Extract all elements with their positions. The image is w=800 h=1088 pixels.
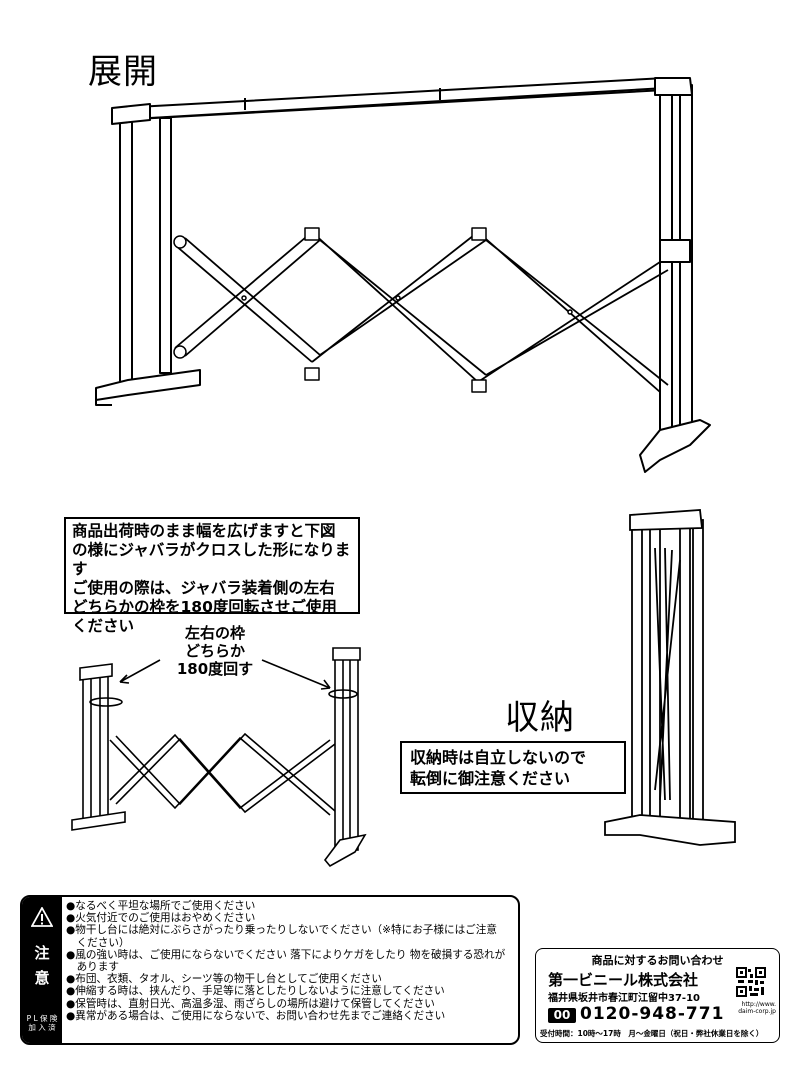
- company-url: http://www. daim-corp.jp: [738, 1001, 776, 1015]
- caution-item: ●火気付近でのご使用はおやめください: [66, 912, 256, 925]
- caution-item: ●伸縮する時は、挟んだり、手足等に落としたりしないように注意してください: [66, 985, 445, 998]
- free-dial-icon: 00: [548, 1008, 576, 1023]
- caution-item: ●異常がある場合は、ご使用にならないで、お問い合わせ先までご連絡ください: [66, 1009, 446, 1022]
- company-name: 第一ビニール株式会社: [548, 971, 699, 989]
- business-hours: 受付時間：10時～17時 月～金曜日（祝日・弊社休業日を除く）: [540, 1029, 764, 1038]
- contact-header: 商品に対するお問い合わせ: [591, 954, 724, 967]
- caution-list: ●なるべく平坦な場所でご使用ください ●火気付近でのご使用はおやめください ●物…: [66, 900, 512, 1022]
- contact-box: 商品に対するお問い合わせ 第一ビニール株式会社 福井県坂井市春江町江留中37-1…: [535, 948, 780, 1043]
- caution-heading-2: 意: [34, 969, 50, 987]
- phone-number: 0120-948-771: [580, 1004, 725, 1024]
- caution-heading-1: 注: [34, 944, 50, 962]
- storage-title: 収納: [505, 698, 575, 738]
- caution-item: ●物干し台には絶対にぶらさがったり乗ったりしないでください（※特にお子様にはご注…: [66, 924, 497, 949]
- shipping-note-box: 商品出荷時のまま幅を広げますと下図 の様にジャバラがクロスした形になります ご使…: [64, 517, 360, 635]
- caution-panel: 注 意 P L 保 険 加 入 済 ●なるべく平坦な場所でご使用ください ●火気…: [20, 895, 520, 1045]
- caution-item: ●風の強い時は、ご使用にならないでください 落下によりケガをしたり 物を破損する…: [66, 948, 506, 974]
- company-address: 福井県坂井市春江町江留中37-10: [548, 993, 700, 1004]
- caution-sidebar: 注 意 P L 保 険 加 入 済: [22, 897, 62, 1043]
- warning-triangle-icon: [31, 907, 53, 927]
- caution-item: ●なるべく平坦な場所でご使用ください: [66, 900, 256, 912]
- qr-code-icon: [736, 967, 766, 997]
- storage-note-box: 収納時は自立しないので 転倒に御注意ください: [400, 741, 626, 794]
- caution-item: ●保管時は、直射日光、高温多湿、雨ざらしの場所は避けて保管してください: [66, 997, 435, 1010]
- rotation-label: 左右の枠 どちらか 180度回す: [176, 624, 254, 678]
- expanded-title: 展開: [88, 52, 158, 92]
- caution-item: ●布団、衣類、タオル、シーツ等の物干し台としてご使用ください: [66, 973, 382, 986]
- pl-insurance-label: P L 保 険 加 入 済: [26, 1014, 58, 1032]
